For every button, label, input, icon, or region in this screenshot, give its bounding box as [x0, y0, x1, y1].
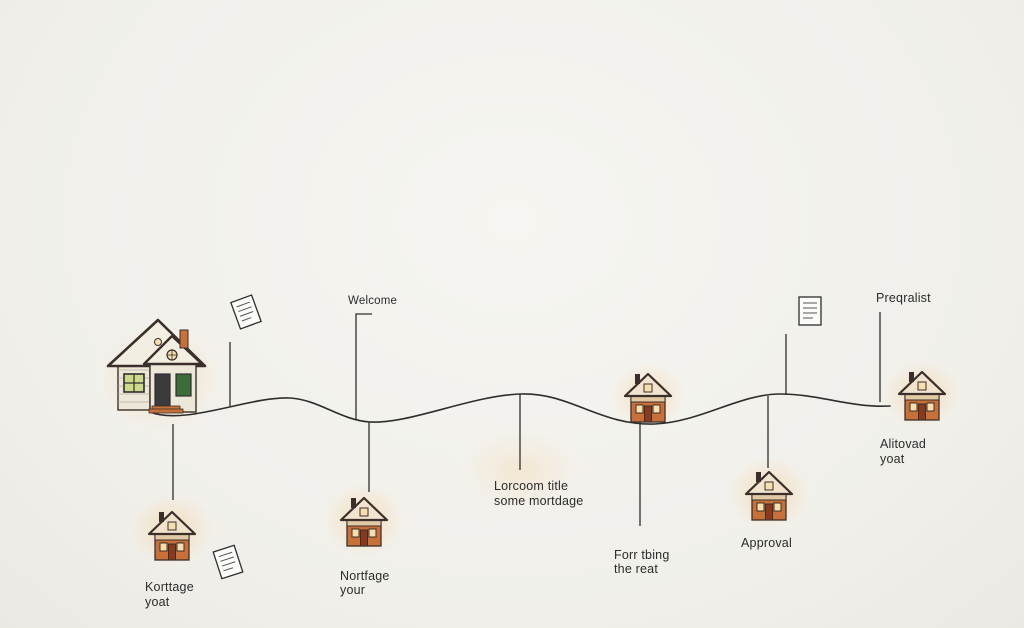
label-step-center-left-line2: your — [340, 583, 366, 597]
label-step-right-line2: yoat — [880, 452, 905, 466]
document-icon — [212, 544, 244, 580]
label-step-left-line2: yoat — [145, 595, 170, 609]
connector-line — [355, 313, 372, 420]
document-icon — [230, 294, 262, 330]
label-step-right-line1: Alitovad — [880, 437, 927, 451]
label-step-center-left-line1: Nortfage — [340, 569, 390, 583]
label-approval: Approval — [741, 536, 792, 550]
document-icon — [798, 296, 822, 326]
label-roadmap-line2: some mortdage — [494, 494, 584, 508]
label-step-center-right-line1: Forr tbing — [614, 548, 670, 562]
label-prequalify: Preqralist — [876, 291, 931, 305]
label-welcome: Welcome — [348, 295, 398, 307]
label-step-center-right-line2: the reat — [614, 562, 658, 576]
label-roadmap-line1: Lorcoom title — [494, 479, 569, 493]
label-step-left-line1: Korttage — [145, 580, 194, 594]
large-house-icon — [106, 318, 207, 414]
